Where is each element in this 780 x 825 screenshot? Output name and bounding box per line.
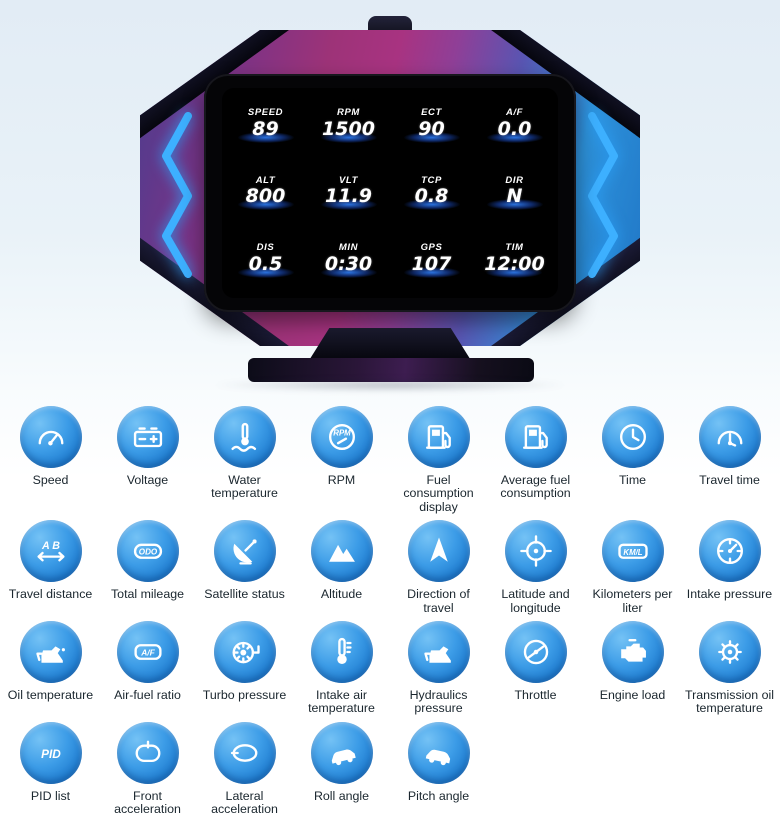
feature-grid: Speed Voltage Water temperature RPM RPM … — [0, 392, 780, 817]
feature-roll-angle: Roll angle — [293, 721, 390, 817]
feature-turbo-pressure: Turbo pressure — [196, 620, 293, 716]
screen-metric-af: A/F 0.0 — [486, 108, 543, 143]
value-glow — [237, 266, 294, 278]
satellite-dish-icon — [213, 520, 276, 583]
ab-distance-icon: A B — [19, 520, 82, 583]
svg-text:A B: A B — [41, 540, 60, 552]
screen-metric-gps: GPS 107 — [403, 243, 460, 278]
odometer-icon: ODO — [116, 520, 179, 583]
right-glow-chevron-icon — [588, 112, 618, 278]
feature-oil-temperature: Oil temperature — [2, 620, 99, 716]
value-glow — [403, 199, 460, 211]
feature-kilometers-per-liter: KM/L Kilometers per liter — [584, 520, 681, 615]
screen-metric-dis: DIS 0.5 — [237, 243, 294, 278]
feature-average-fuel-consumption: Average fuel consumption — [487, 406, 584, 514]
hud-device: SPEED 89 RPM 1500 ECT 90 — [140, 10, 640, 392]
turbo-icon — [213, 620, 276, 683]
value-glow — [403, 266, 460, 278]
svg-text:PID: PID — [41, 747, 61, 761]
feature-front-acceleration: Front acceleration — [99, 721, 196, 817]
screen-metric-tcp: TCP 0.8 — [403, 176, 460, 211]
kml-badge-icon: KM/L — [601, 520, 664, 583]
left-glow-chevron-icon — [162, 112, 192, 278]
feature-voltage: Voltage — [99, 406, 196, 514]
pid-badge-icon: PID — [19, 721, 82, 784]
feature-rpm: RPM RPM — [293, 406, 390, 514]
value-glow — [403, 131, 460, 143]
oil-can-icon — [407, 620, 470, 683]
oil-temperature-icon — [19, 620, 82, 683]
clock-icon — [601, 406, 664, 468]
lateral-acceleration-icon — [213, 721, 276, 784]
crosshair-icon — [504, 520, 567, 583]
value-glow — [320, 199, 377, 211]
screen-metric-tim: TIM 12:00 — [484, 243, 545, 278]
screen-metric-rpm: RPM 1500 — [320, 108, 377, 143]
roll-angle-car-icon — [310, 721, 373, 784]
feature-satellite-status: Satellite status — [196, 520, 293, 615]
value-glow — [237, 131, 294, 143]
feature-intake-air-temperature: Intake air temperature — [293, 620, 390, 716]
feature-intake-pressure: Intake pressure — [681, 520, 778, 615]
feature-travel-distance: A B Travel distance — [2, 520, 99, 615]
gear-thermometer-icon — [698, 620, 761, 683]
screen-metric-dir: DIR N — [486, 176, 543, 211]
svg-text:A/F: A/F — [140, 647, 155, 657]
feature-pitch-angle: Pitch angle — [390, 721, 487, 817]
value-glow — [320, 131, 377, 143]
feature-speed: Speed — [2, 406, 99, 514]
rpm-gauge-icon: RPM — [310, 406, 373, 468]
screen-metric-speed: SPEED 89 — [237, 108, 294, 143]
device-stand — [308, 328, 472, 362]
feature-throttle: Throttle — [487, 620, 584, 716]
value-glow — [486, 131, 543, 143]
svg-text:RPM: RPM — [333, 428, 351, 437]
feature-total-mileage: ODO Total mileage — [99, 520, 196, 615]
mountain-icon — [310, 520, 373, 583]
device-base — [248, 358, 534, 382]
feature-latitude-longitude: Latitude and longitude — [487, 520, 584, 615]
device-shadow — [210, 378, 570, 392]
svg-text:KM/L: KM/L — [623, 548, 642, 557]
value-glow — [320, 266, 377, 278]
feature-direction-of-travel: Direction of travel — [390, 520, 487, 615]
feature-air-fuel-ratio: A/F Air-fuel ratio — [99, 620, 196, 716]
device-screen-bezel: SPEED 89 RPM 1500 ECT 90 — [204, 74, 576, 312]
device-screen: SPEED 89 RPM 1500 ECT 90 — [222, 88, 558, 298]
feature-lateral-acceleration: Lateral acceleration — [196, 721, 293, 817]
feature-altitude: Altitude — [293, 520, 390, 615]
water-temperature-icon — [213, 406, 276, 468]
engine-icon — [601, 620, 664, 683]
value-glow — [486, 199, 543, 211]
feature-engine-load: Engine load — [584, 620, 681, 716]
screen-metric-min: MIN 0:30 — [320, 243, 377, 278]
travel-time-gauge-icon — [698, 406, 761, 468]
feature-water-temperature: Water temperature — [196, 406, 293, 514]
thermometer-icon — [310, 620, 373, 683]
feature-hydraulics-pressure: Hydraulics pressure — [390, 620, 487, 716]
feature-transmission-oil-temperature: Transmission oil temperature — [681, 620, 778, 716]
front-acceleration-icon — [116, 721, 179, 784]
af-badge-icon: A/F — [116, 620, 179, 683]
screen-metric-alt: ALT 800 — [237, 176, 294, 211]
pressure-gauge-icon — [698, 520, 761, 583]
value-glow — [237, 199, 294, 211]
fuel-pump-icon — [407, 406, 470, 468]
battery-icon — [116, 406, 179, 468]
feature-pid-list: PID PID list — [2, 721, 99, 817]
feature-travel-time: Travel time — [681, 406, 778, 514]
feature-fuel-consumption-display: Fuel consumption display — [390, 406, 487, 514]
screen-metric-vlt: VLT 11.9 — [320, 176, 377, 211]
value-glow — [486, 266, 543, 278]
speedometer-icon — [19, 406, 82, 468]
feature-time: Time — [584, 406, 681, 514]
product-hero: SPEED 89 RPM 1500 ECT 90 — [0, 0, 780, 392]
pitch-angle-car-icon — [407, 721, 470, 784]
screen-metric-ect: ECT 90 — [403, 108, 460, 143]
svg-text:ODO: ODO — [138, 548, 157, 557]
throttle-icon — [504, 620, 567, 683]
average-fuel-pump-icon — [504, 406, 567, 468]
navigation-arrow-icon — [407, 520, 470, 583]
